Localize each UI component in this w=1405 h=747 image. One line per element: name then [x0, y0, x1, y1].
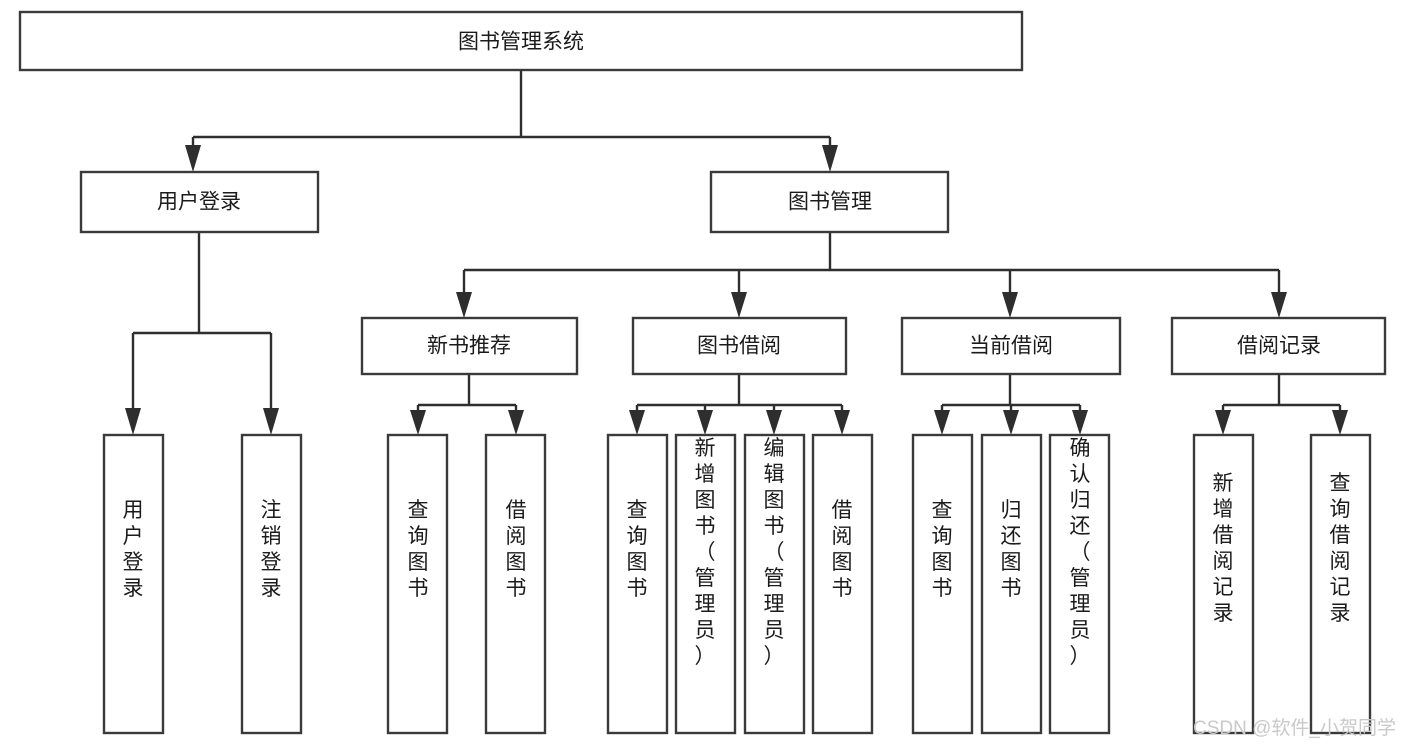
- node-book-borrow[interactable]: 图书借阅: [631, 316, 848, 376]
- node-leaf-user-logout-label: 注销登录: [261, 499, 282, 600]
- node-leaf-edit-book[interactable]: 编辑图书（管理员）: [743, 433, 806, 735]
- node-leaf-query-record-label: 查询借阅记录: [1330, 472, 1351, 625]
- node-new-book-recommend[interactable]: 新书推荐: [360, 316, 579, 376]
- node-leaf-query-book-2[interactable]: 查询图书: [606, 433, 669, 735]
- node-current-borrow[interactable]: 当前借阅: [900, 316, 1122, 376]
- node-root-box[interactable]: [18, 10, 1024, 72]
- node-book-manage-box[interactable]: [709, 170, 950, 234]
- arrowhead-borrow-record: [1271, 292, 1287, 318]
- arrowhead-book-borrow: [731, 292, 747, 318]
- node-leaf-query-book-3-box[interactable]: [911, 433, 974, 735]
- node-leaf-confirm-return-box[interactable]: [1048, 433, 1111, 735]
- arrowhead-leaf-edit-book: [766, 410, 782, 435]
- arrowhead-current-borrow: [1002, 292, 1018, 318]
- node-leaf-confirm-return-label: 确认归还（管理员）: [1070, 437, 1091, 668]
- node-user-login[interactable]: 用户登录: [79, 170, 320, 234]
- arrowhead-leaf-add-record: [1215, 410, 1231, 435]
- node-leaf-query-record[interactable]: 查询借阅记录: [1309, 433, 1372, 735]
- node-new-book-recommend-box[interactable]: [360, 316, 579, 376]
- arrowhead-leaf-borrow-book-1: [508, 410, 524, 435]
- arrowhead-leaf-query-record: [1332, 410, 1348, 435]
- arrowhead-leaf-query-book-2: [629, 410, 645, 435]
- node-leaf-add-record-box[interactable]: [1192, 433, 1255, 735]
- node-book-manage[interactable]: 图书管理: [709, 170, 950, 234]
- node-leaf-add-record[interactable]: 新增借阅记录: [1192, 433, 1255, 735]
- node-leaf-borrow-book-1-label: 借阅图书: [506, 499, 527, 600]
- node-leaf-borrow-book-1-box[interactable]: [484, 433, 547, 735]
- node-borrow-record-box[interactable]: [1170, 316, 1387, 376]
- node-leaf-user-logout-box[interactable]: [240, 433, 303, 735]
- node-leaf-add-book[interactable]: 新增图书（管理员）: [674, 433, 737, 735]
- node-new-book-recommend-label: 新书推荐: [427, 335, 511, 358]
- arrowhead-leaf-query-book-1: [410, 410, 426, 435]
- node-user-login-label: 用户登录: [157, 191, 241, 214]
- node-leaf-return-book-label: 归还图书: [1001, 499, 1022, 600]
- node-book-borrow-box[interactable]: [631, 316, 848, 376]
- node-root[interactable]: 图书管理系统: [18, 10, 1024, 72]
- node-current-borrow-label: 当前借阅: [969, 335, 1053, 358]
- node-leaf-query-book-1-label: 查询图书: [408, 499, 429, 600]
- node-leaf-user-login[interactable]: 用户登录: [102, 433, 165, 735]
- arrowhead-leaf-user-logout: [263, 408, 279, 435]
- node-book-borrow-label: 图书借阅: [697, 335, 781, 358]
- node-leaf-user-login-label: 用户登录: [123, 499, 144, 600]
- node-root-label: 图书管理系统: [458, 31, 584, 54]
- node-borrow-record-label: 借阅记录: [1237, 335, 1321, 358]
- arrowhead-leaf-confirm-return: [1072, 410, 1088, 435]
- arrowhead-book-manage: [822, 145, 838, 172]
- arrowhead-leaf-query-book-3: [934, 410, 950, 435]
- node-leaf-query-book-1[interactable]: 查询图书: [386, 433, 449, 735]
- node-current-borrow-box[interactable]: [900, 316, 1122, 376]
- node-leaf-edit-book-box[interactable]: [743, 433, 806, 735]
- node-leaf-add-record-label: 新增借阅记录: [1213, 472, 1234, 625]
- node-leaf-confirm-return[interactable]: 确认归还（管理员）: [1048, 433, 1111, 735]
- node-leaf-add-book-label: 新增图书（管理员）: [695, 437, 716, 668]
- node-leaf-user-login-box[interactable]: [102, 433, 165, 735]
- arrowhead-leaf-return-book: [1003, 410, 1019, 435]
- node-leaf-query-book-2-label: 查询图书: [627, 499, 648, 600]
- node-leaf-query-book-1-box[interactable]: [386, 433, 449, 735]
- arrowhead-user-login: [185, 145, 201, 172]
- connectors-layer: [125, 70, 1348, 435]
- arrowhead-new-book-recommend: [456, 292, 472, 318]
- node-leaf-add-book-box[interactable]: [674, 433, 737, 735]
- node-borrow-record[interactable]: 借阅记录: [1170, 316, 1387, 376]
- node-leaf-borrow-book-2[interactable]: 借阅图书: [811, 433, 874, 735]
- node-leaf-return-book-box[interactable]: [980, 433, 1043, 735]
- arrowhead-leaf-borrow-book-2: [834, 410, 850, 435]
- node-leaf-return-book[interactable]: 归还图书: [980, 433, 1043, 735]
- node-leaf-query-record-box[interactable]: [1309, 433, 1372, 735]
- node-user-login-box[interactable]: [79, 170, 320, 234]
- node-book-manage-label: 图书管理: [788, 191, 872, 214]
- arrowhead-leaf-user-login: [125, 408, 141, 435]
- node-leaf-borrow-book-2-label: 借阅图书: [832, 499, 853, 600]
- node-leaf-user-logout[interactable]: 注销登录: [240, 433, 303, 735]
- node-leaf-query-book-3-label: 查询图书: [932, 499, 953, 600]
- node-leaf-borrow-book-2-box[interactable]: [811, 433, 874, 735]
- node-leaf-borrow-book-1[interactable]: 借阅图书: [484, 433, 547, 735]
- node-leaf-query-book-3[interactable]: 查询图书: [911, 433, 974, 735]
- node-leaf-edit-book-label: 编辑图书（管理员）: [764, 437, 785, 668]
- node-leaf-query-book-2-box[interactable]: [606, 433, 669, 735]
- watermark-label: CSDN @软件_小贺同学: [1193, 717, 1396, 739]
- arrowhead-leaf-add-book: [697, 410, 713, 435]
